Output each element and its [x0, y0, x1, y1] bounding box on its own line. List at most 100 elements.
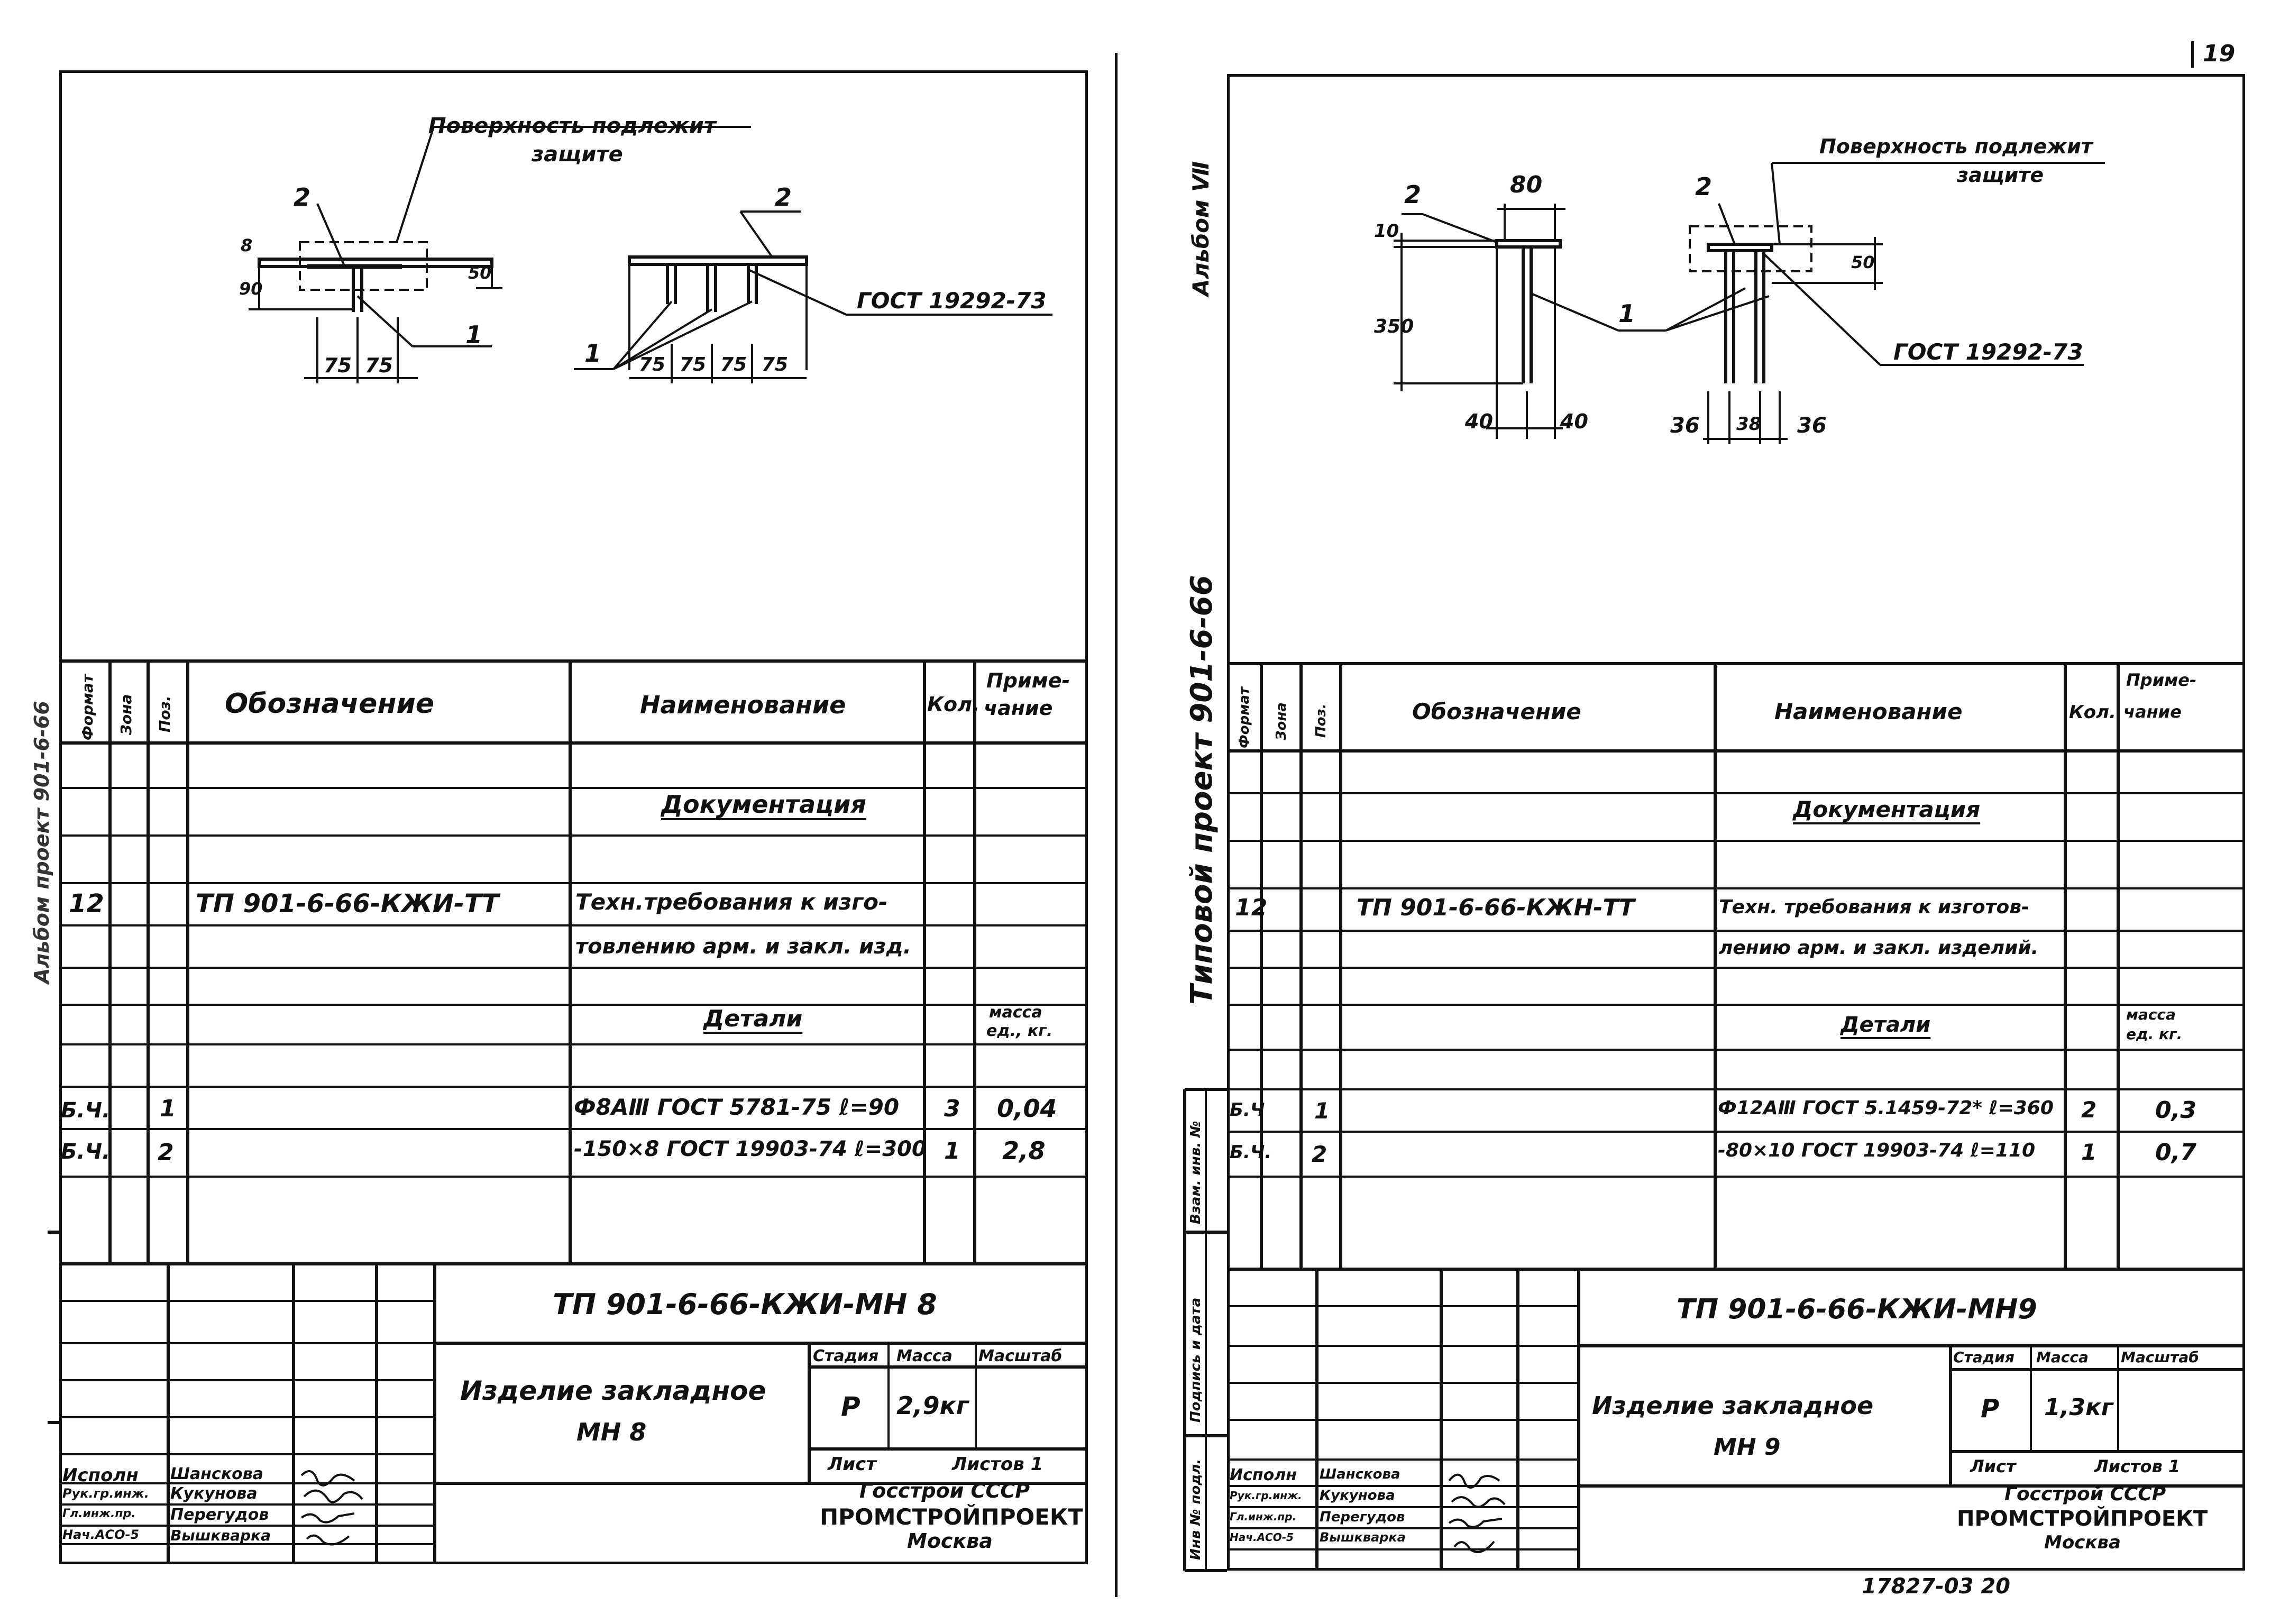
right-person-2: Кукунова: [1320, 1488, 1395, 1503]
left-person-2: Кукунова: [170, 1484, 258, 1503]
left-row1-name: Ф8АⅢ ГОСТ 5781-75 ℓ=90: [574, 1094, 900, 1120]
left-tb-scale-label: Масштаб: [978, 1347, 1063, 1365]
right-signatures: [1448, 1473, 1506, 1553]
left-signatures: [300, 1470, 363, 1546]
right-tb-title-2: МН 9: [1714, 1434, 1781, 1461]
left-role-1: Исполн: [62, 1465, 139, 1486]
right-label-2a: 2: [1404, 180, 1422, 209]
right-tb-scale-label: Масштаб: [2121, 1348, 2199, 1366]
left-role-4: Нач.АСО-5: [62, 1527, 140, 1542]
bottom-reference: 17827-03 20: [1862, 1574, 2011, 1599]
right-person-1: Шанскова: [1320, 1466, 1400, 1482]
left-row2-format: Б.Ч.: [61, 1140, 111, 1164]
right-role-2: Рук.гр.инж.: [1230, 1489, 1302, 1502]
right-tb-code: ТП 901-6-66-КЖИ-МН9: [1677, 1293, 2037, 1325]
right-mass-2: ед. кг.: [2126, 1025, 2183, 1043]
right-row2-qty: 1: [2081, 1139, 2097, 1165]
right-stamp-inv: Инв № подл.: [1188, 1458, 1204, 1560]
left-person-4: Вышкварка: [170, 1527, 271, 1544]
right-role-1: Исполн: [1230, 1466, 1297, 1484]
left-dim-75f: 75: [762, 354, 789, 375]
left-dim-75b: 75: [365, 354, 393, 377]
right-stamp-sign: Подпись и дата: [1188, 1297, 1204, 1423]
left-tb-mass: 2,9кг: [896, 1391, 969, 1420]
left-dim-75e: 75: [720, 354, 747, 375]
left-header-qty: Кол.: [927, 693, 980, 716]
right-row2-pos: 2: [1312, 1141, 1327, 1167]
left-dim-50: 50: [468, 263, 492, 283]
right-tb-mass-label: Масса: [2036, 1348, 2089, 1366]
left-spec-grid: [48, 659, 1088, 1564]
left-header-note-1: Приме-: [986, 669, 1070, 692]
right-section-details: Детали: [1841, 1013, 1931, 1037]
right-tb-stage: Р: [1981, 1394, 2000, 1424]
right-surface-note-2: защите: [1957, 163, 2044, 187]
left-dim-75d: 75: [680, 354, 707, 375]
right-dim-50: 50: [1851, 252, 1875, 272]
left-row2-qty: 1: [944, 1137, 960, 1164]
right-doc-format: 12: [1235, 894, 1268, 921]
right-row1-qty: 2: [2081, 1097, 2097, 1123]
right-dim-40b: 40: [1560, 410, 1588, 433]
left-section-docs: Документация: [661, 790, 866, 819]
right-row1-name: Ф12АⅢ ГОСТ 5.1459-72* ℓ=360: [1718, 1097, 2054, 1119]
left-dim-90: 90: [239, 279, 263, 299]
right-stamp-replace: Взам. инв. №: [1188, 1121, 1204, 1225]
right-dim-40a: 40: [1465, 410, 1493, 433]
left-row1-format: Б.Ч.: [61, 1098, 111, 1123]
left-row1-pos: 1: [160, 1095, 176, 1122]
left-surface-note-2: защите: [532, 142, 623, 167]
right-dim-38: 38: [1736, 414, 1762, 435]
left-label-2a: 2: [294, 183, 311, 212]
right-drawing: [1394, 162, 2105, 444]
right-tb-stage-label: Стадия: [1953, 1348, 2015, 1366]
left-row1-qty: 3: [944, 1095, 960, 1122]
left-label-2b: 2: [775, 183, 792, 212]
right-doc-name-1: Техн. требования к изготов-: [1719, 896, 2029, 918]
right-header-pos: Поз.: [1313, 703, 1329, 738]
left-row2-pos: 2: [158, 1139, 174, 1166]
left-mass-2: ед., кг.: [986, 1022, 1053, 1040]
left-tb-org-1: Госстрой СССР: [859, 1479, 1030, 1502]
right-tb-mass: 1,3кг: [2044, 1394, 2113, 1421]
left-row2-name: -150×8 ГОСТ 19903-74 ℓ=300: [574, 1137, 927, 1161]
right-header-name: Наименование: [1774, 699, 1963, 724]
left-role-3: Гл.инж.пр.: [62, 1507, 136, 1520]
left-section-details: Детали: [703, 1005, 803, 1032]
right-header-note-1: Приме-: [2126, 670, 2197, 690]
right-tb-title-1: Изделие закладное: [1592, 1391, 1874, 1420]
left-tb-code: ТП 901-6-66-КЖИ-МН 8: [553, 1288, 937, 1321]
right-person-4: Вышкварка: [1320, 1530, 1406, 1545]
right-role-4: Нач.АСО-5: [1230, 1531, 1294, 1544]
page-number-tick: [2191, 41, 2194, 68]
left-tb-title-2: МН 8: [576, 1418, 647, 1446]
right-role-3: Гл.инж.пр.: [1230, 1510, 1297, 1523]
right-dim-10: 10: [1374, 221, 1399, 242]
left-tb-org-3: Москва: [907, 1529, 993, 1553]
left-doc-format: 12: [69, 889, 104, 919]
left-person-3: Перегудов: [170, 1506, 269, 1524]
right-row2-name: -80×10 ГОСТ 19903-74 ℓ=110: [1718, 1140, 2035, 1161]
left-label-1b: 1: [584, 339, 602, 368]
page-number: 19: [2203, 40, 2236, 67]
right-row2-format: Б.Ч.: [1230, 1142, 1272, 1163]
left-sheet-frame: [59, 70, 1088, 1564]
left-tb-sheet-label: Лист: [828, 1454, 876, 1475]
left-drawing: [249, 126, 1052, 383]
right-header-zone: Зона: [1274, 702, 1289, 740]
left-tb-sheets-label: Листов 1: [952, 1454, 1043, 1475]
left-dim-8: 8: [241, 235, 253, 255]
right-tb-org-1: Госстрой СССР: [2004, 1483, 2166, 1505]
right-row2-note: 0,7: [2155, 1139, 2196, 1166]
right-dim-80: 80: [1510, 171, 1543, 198]
left-tb-stage: Р: [841, 1391, 860, 1422]
left-gost: ГОСТ 19292-73: [857, 288, 1047, 314]
left-doc-name-1: Техн.требования к изго-: [575, 889, 888, 915]
right-row1-format: Б.Ч: [1230, 1099, 1265, 1121]
right-doc-name-2: лению арм. и закл. изделий.: [1719, 937, 2039, 959]
left-row1-note: 0,04: [997, 1094, 1057, 1123]
left-dim-75c: 75: [639, 354, 666, 375]
right-person-3: Перегудов: [1320, 1509, 1405, 1525]
left-tb-mass-label: Масса: [896, 1347, 953, 1365]
